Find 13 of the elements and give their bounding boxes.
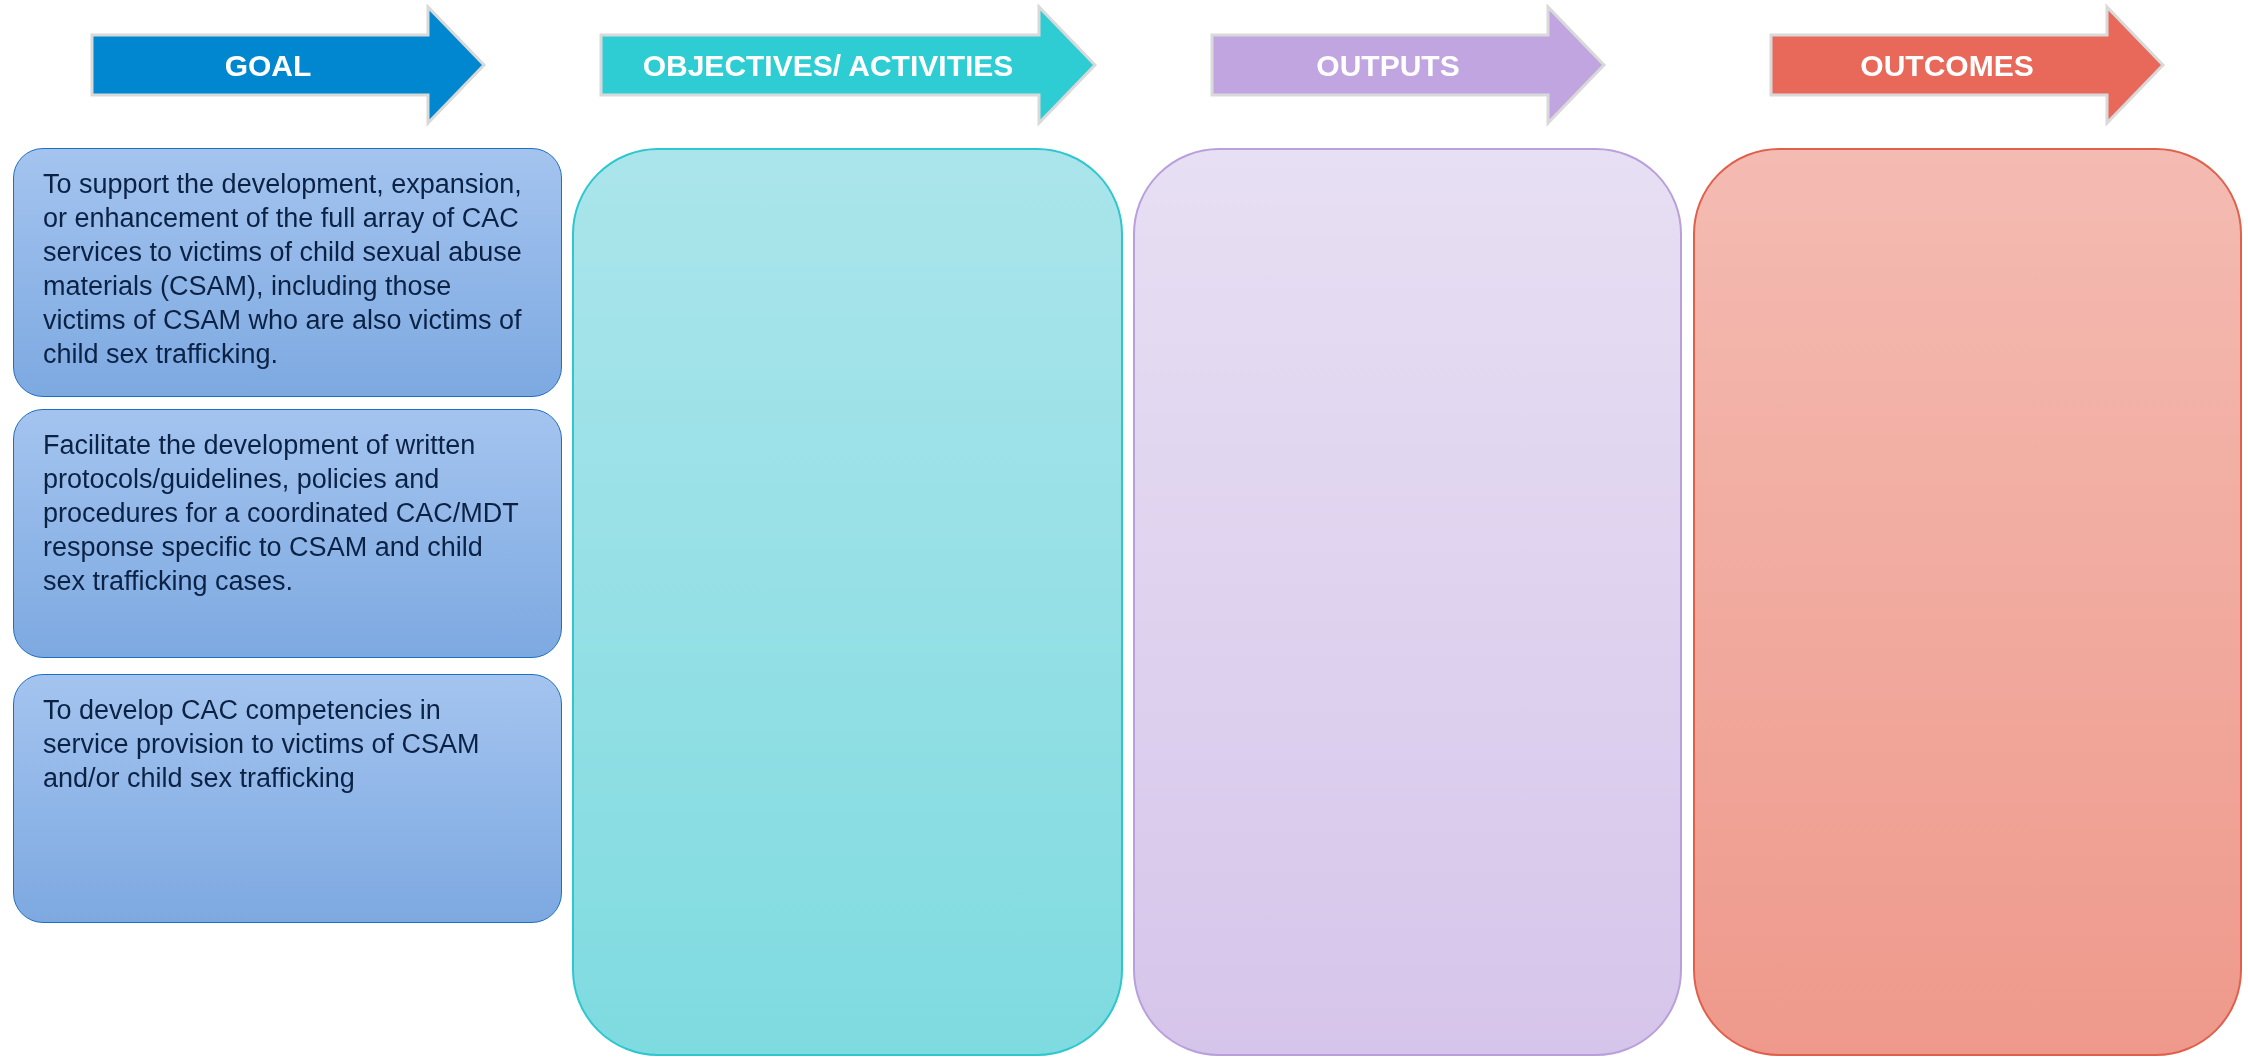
goal-box	[13, 674, 562, 923]
goal-text: To support the development, expansion, or enhancement of the full array of CAC services to victims of child sexual abuse materials (CSAM), including those victims of CSAM who are also victims of child sex trafficking.	[43, 168, 523, 371]
goal-box	[13, 409, 562, 658]
column-panel	[1693, 148, 2242, 1056]
goal-text: To develop CAC competencies in service provision to victims of CSAM and/or child sex trafficking	[43, 694, 481, 795]
stage-heading: GOAL	[224, 47, 312, 84]
goal-text: Facilitate the development of written protocols/guidelines, policies and procedures for a coordinated CAC/MDT response specific to CSAM and child sex trafficking cases.	[43, 429, 520, 598]
stage-heading: OUTPUTS	[1316, 47, 1460, 84]
column-panel	[1133, 148, 1682, 1056]
column-panel	[572, 148, 1123, 1056]
stage-heading: OUTCOMES	[1860, 47, 2034, 84]
stage-heading: OBJECTIVES/ ACTIVITIES	[642, 47, 1014, 84]
goal-box	[13, 148, 562, 397]
